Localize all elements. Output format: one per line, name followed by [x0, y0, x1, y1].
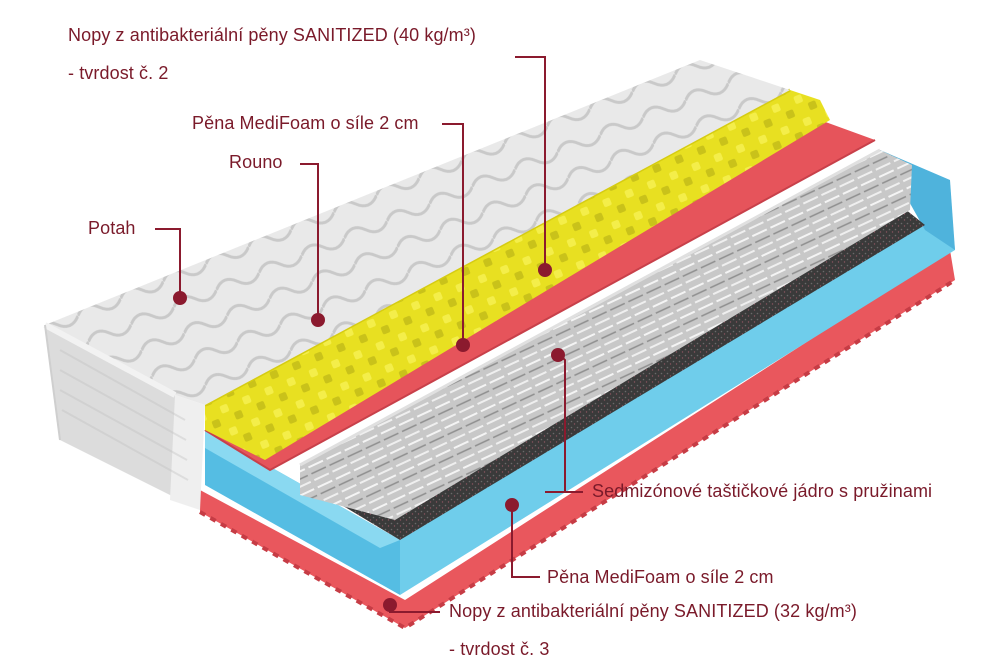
label-nopy-bottom-line2: - tvrdost č. 3: [449, 639, 550, 659]
leader-dots: [173, 263, 565, 612]
pocket-spring-core: [299, 148, 912, 520]
label-nopy-bottom-line1: Nopy z antibakteriální pěny SANITIZED (3…: [449, 601, 857, 621]
label-nopy-top-line1: Nopy z antibakteriální pěny SANITIZED (4…: [68, 25, 476, 45]
label-jadro: Sedmizónové taštičkové jádro s pružinami: [592, 481, 933, 501]
leader-lines: [155, 56, 583, 613]
quilted-cover: [43, 60, 790, 510]
label-rouno: Rouno: [229, 152, 283, 172]
label-medifoam-top: Pěna MediFoam o síle 2 cm: [192, 113, 419, 133]
label-nopy-top-line2: - tvrdost č. 2: [68, 63, 169, 83]
label-medifoam-bottom: Pěna MediFoam o síle 2 cm: [547, 567, 774, 587]
label-potah: Potah: [88, 218, 136, 238]
